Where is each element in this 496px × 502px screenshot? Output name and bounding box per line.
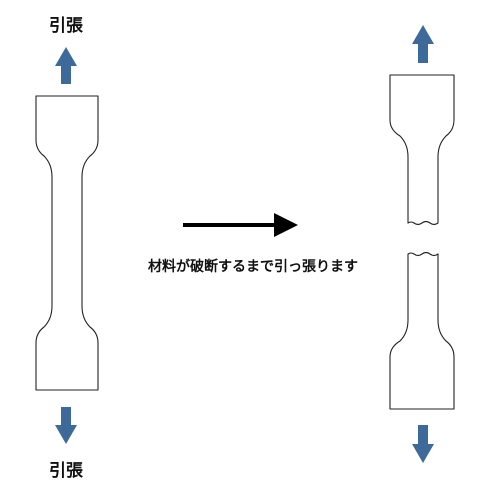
right-specimen-group (389, 25, 455, 463)
process-group: 材料が破断するまで引っ張ります (148, 213, 358, 275)
pull-down-arrow-icon-right (412, 425, 434, 463)
pull-up-arrow-icon-right (412, 25, 434, 63)
tension-label-top: 引張 (49, 16, 84, 36)
specimen-intact (35, 95, 99, 391)
specimen-broken-top (389, 74, 455, 226)
caption-text: 材料が破断するまで引っ張ります (148, 258, 358, 275)
process-arrow-icon (274, 213, 298, 237)
pull-down-arrow-icon (55, 407, 77, 444)
pull-up-arrow-icon (55, 47, 77, 84)
specimen-broken-bottom (389, 251, 455, 410)
tension-label-bottom: 引張 (49, 461, 84, 481)
left-specimen-group: 引張 引張 (35, 16, 99, 481)
